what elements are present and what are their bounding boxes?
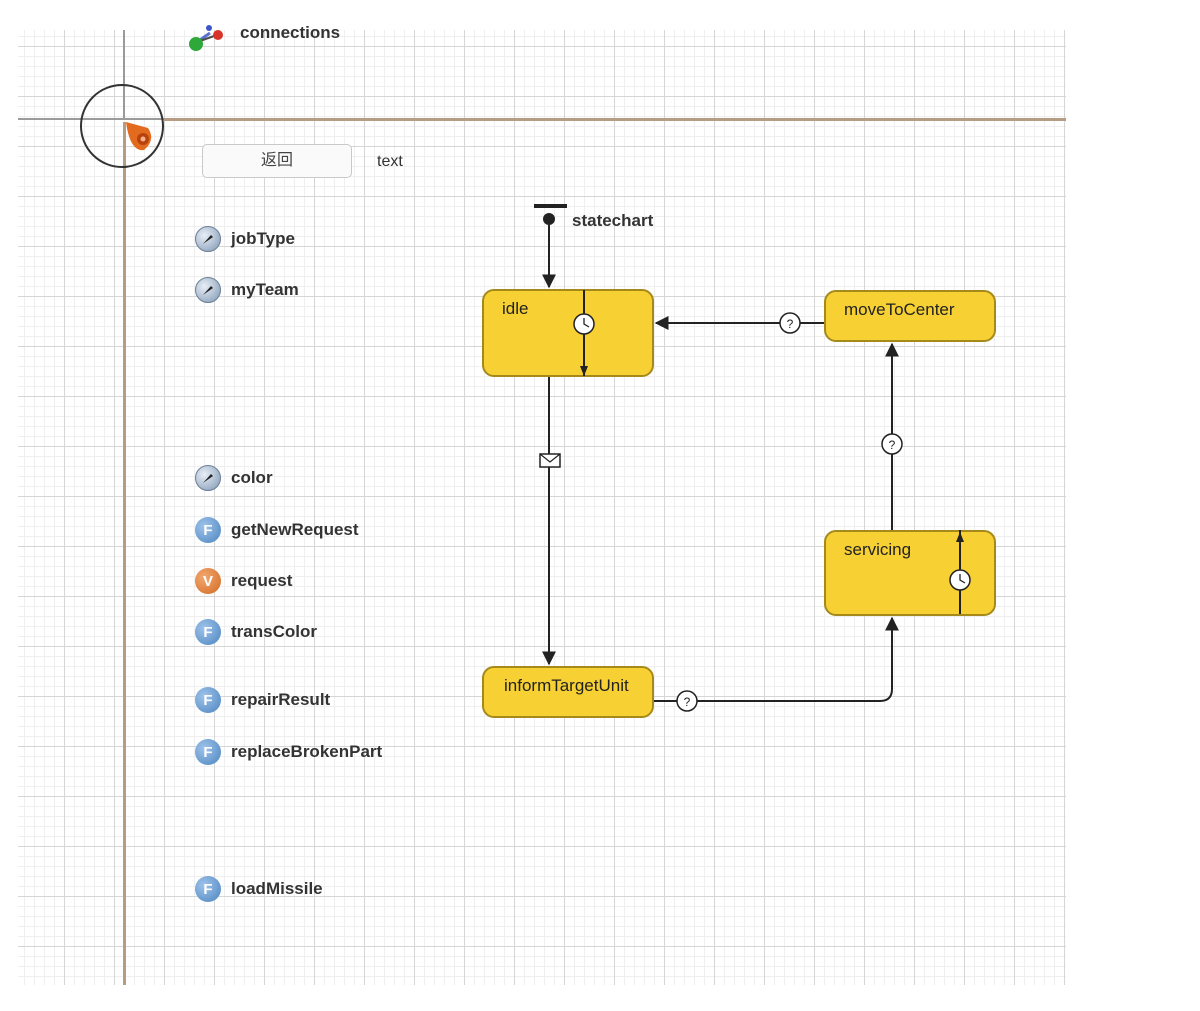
connections-icon[interactable] [187,24,237,54]
statechart-label: statechart [572,211,654,230]
condition-glyph: ? [787,317,794,331]
text-element[interactable]: text [377,153,403,170]
function-loadmissile[interactable]: F loadMissile [195,875,323,903]
function-icon: F [195,739,221,765]
item-label: replaceBrokenPart [231,742,383,761]
function-getnewrequest[interactable]: F getNewRequest [195,516,359,544]
state-servicing[interactable]: servicing [824,530,996,616]
condition-glyph: ? [889,438,896,452]
axis-vertical [123,122,126,985]
function-repairresult[interactable]: F repairResult [195,686,330,714]
variable-request[interactable]: V request [195,567,292,595]
parameter-myteam[interactable]: myTeam [195,276,299,304]
item-label: repairResult [231,690,331,709]
parameter-color[interactable]: color [195,464,273,492]
envelope-flap [539,453,561,463]
transition-inform-to-servicing[interactable] [654,616,899,702]
item-label: jobType [231,229,295,248]
function-icon: F [195,619,221,645]
item-label: loadMissile [231,879,323,898]
variable-icon: V [195,568,221,594]
axis-vertical-top [123,30,125,118]
parameter-icon [195,465,221,491]
parameter-jobtype[interactable]: jobType [195,225,295,253]
parameter-icon [195,226,221,252]
function-icon: F [195,876,221,902]
item-label: transColor [231,622,317,641]
agent-origin-icon[interactable] [126,122,156,152]
connections-label: connections [240,23,341,42]
state-inform-target-unit[interactable]: informTargetUnit [482,666,654,718]
function-icon: F [195,687,221,713]
state-label: servicing [844,540,912,559]
condition-trigger-icon [779,312,801,334]
state-label: idle [502,299,529,318]
item-label: request [231,571,293,590]
item-label: myTeam [231,280,299,299]
item-label: getNewRequest [231,520,359,539]
state-label: informTargetUnit [504,676,629,695]
function-replacebrokenpart[interactable]: F replaceBrokenPart [195,738,382,766]
function-icon: F [195,517,221,543]
item-label: color [231,468,273,487]
condition-glyph: ? [684,695,691,709]
state-move-to-center[interactable]: moveToCenter [824,290,996,342]
function-transcolor[interactable]: F transColor [195,618,317,646]
axis-horizontal [164,118,1066,121]
condition-trigger-icon-3 [676,690,698,712]
back-button[interactable]: 返回 [202,144,352,178]
condition-trigger-icon-2 [881,433,903,455]
origin-circle [80,84,164,168]
state-label: moveToCenter [844,300,955,319]
statechart-entry-point[interactable] [543,213,555,225]
state-idle[interactable]: idle [482,289,654,377]
parameter-icon [195,277,221,303]
